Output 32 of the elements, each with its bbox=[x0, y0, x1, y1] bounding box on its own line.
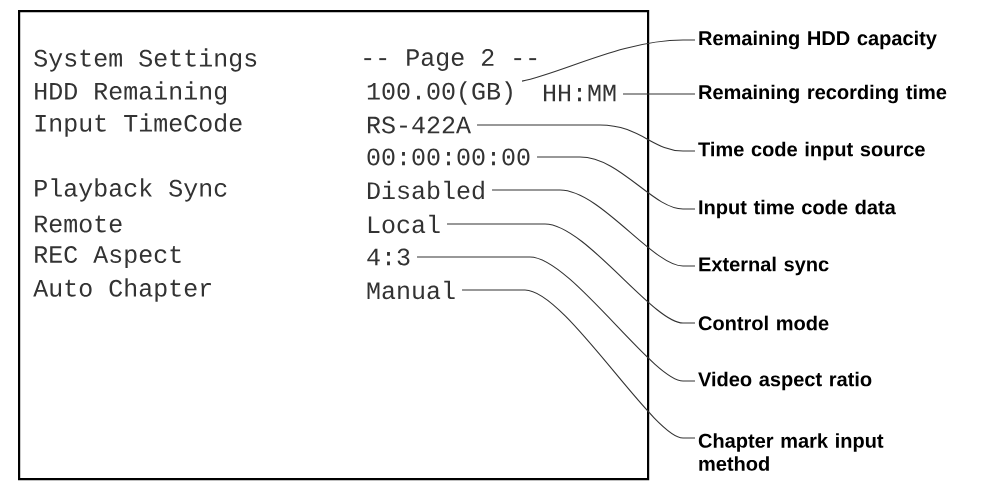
setting-value: 100.00(GB) bbox=[367, 81, 512, 105]
leader-line bbox=[536, 156, 696, 210]
setting-text: System Settings bbox=[34, 48, 257, 72]
setting-text: Input TimeCode bbox=[35, 113, 242, 137]
callout-label: Control mode bbox=[698, 315, 829, 331]
setting-text: Playback Sync bbox=[35, 178, 227, 202]
setting-value: Local bbox=[368, 214, 440, 234]
leader-line bbox=[521, 39, 696, 82]
setting-text: Auto Chapter bbox=[33, 278, 211, 302]
leader-line bbox=[491, 189, 696, 267]
leader-line bbox=[446, 223, 696, 324]
setting-value: RS-422A bbox=[368, 116, 471, 134]
callout-label: Chapter mark input method bbox=[698, 433, 884, 471]
callout-label: Video aspect ratio bbox=[698, 371, 872, 391]
callout-label: Input time code data bbox=[699, 199, 896, 219]
setting-value: 4:3 bbox=[367, 248, 410, 266]
setting-value: Disabled bbox=[368, 180, 484, 200]
setting-value: 00:00:00:00 bbox=[367, 148, 530, 166]
callout-label: External sync bbox=[699, 256, 829, 276]
callout-label: Time code input source bbox=[698, 141, 925, 161]
setting-value: Manual bbox=[367, 280, 455, 300]
setting-value: HH:MM bbox=[544, 84, 616, 102]
leader-line bbox=[461, 289, 696, 439]
callout-label: Remaining recording time bbox=[699, 84, 947, 104]
leader-line bbox=[622, 93, 696, 95]
leader-line bbox=[476, 124, 696, 152]
callout-label: Remaining HDD capacity bbox=[699, 30, 937, 50]
setting-text: REC Aspect bbox=[35, 246, 181, 268]
leader-line bbox=[416, 256, 696, 382]
setting-text: Remote bbox=[35, 215, 122, 233]
setting-text: HDD Remaining bbox=[35, 81, 227, 105]
setting-text: -- Page 2 -- bbox=[364, 49, 537, 71]
